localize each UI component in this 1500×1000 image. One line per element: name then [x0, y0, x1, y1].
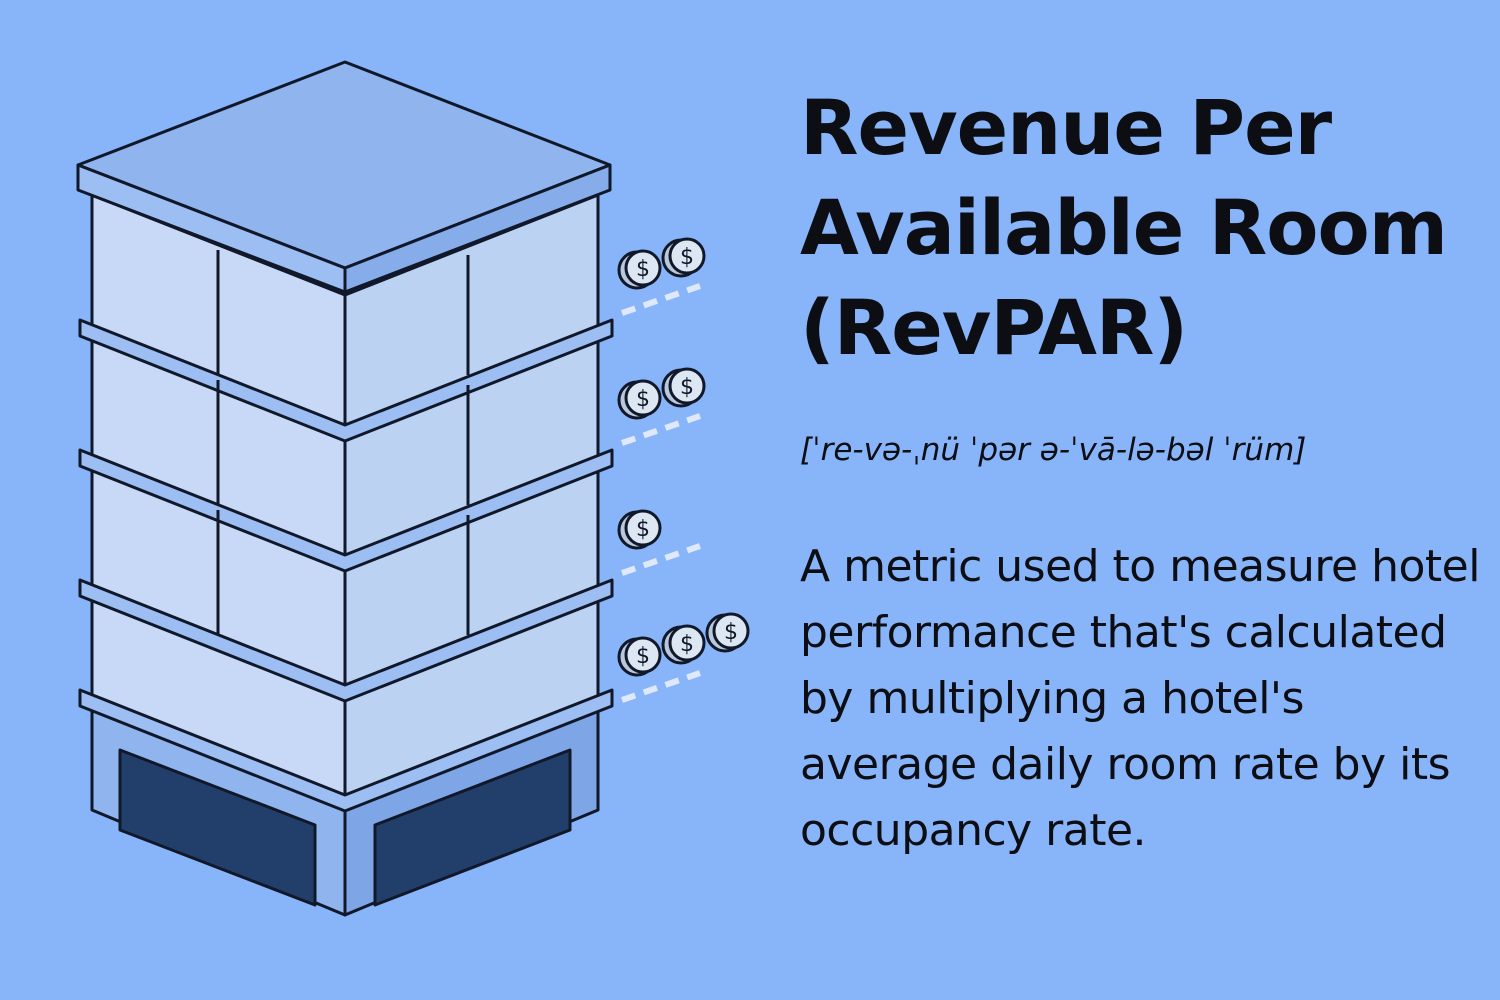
coin-symbol: $	[680, 245, 694, 270]
garage-door-left	[118, 748, 317, 907]
dollar-coin-icon: $	[617, 379, 662, 420]
coin-symbol: $	[636, 387, 650, 412]
roof-edge-right	[343, 163, 612, 294]
garage-door-right	[373, 748, 572, 907]
dollar-coin-icon: $	[705, 612, 750, 653]
definition-text: A metric used to measure hotel performan…	[800, 541, 1480, 856]
coin-symbol: $	[680, 375, 694, 400]
page-title: Revenue Per Available Room (RevPAR)	[800, 83, 1448, 372]
pronunciation: [ˈre-və-ˌnü ˈpər ə-ˈvā-lə-bəl ˈrüm]	[800, 432, 1307, 468]
coin-trail	[621, 543, 701, 576]
coin-trail	[621, 283, 701, 316]
dollar-coin-icon: $	[661, 237, 706, 278]
coin-trail	[621, 670, 701, 703]
floor-slab	[78, 578, 614, 703]
hotel-building	[76, 60, 614, 917]
floor-slab	[78, 448, 614, 573]
floor-slab	[78, 318, 614, 443]
coin-trail	[621, 413, 701, 446]
dollar-coin-icon: $	[661, 624, 706, 665]
floor-slabs	[78, 250, 614, 813]
dollar-coin-icon: $	[617, 636, 662, 677]
coin-symbol: $	[636, 644, 650, 669]
floor-slab	[78, 688, 614, 813]
revenue-coins: $ $ $ $ $ $ $ $	[617, 237, 750, 703]
coin-symbol: $	[724, 620, 738, 645]
coin-symbol: $	[680, 632, 694, 657]
dollar-coin-icon: $	[617, 509, 662, 550]
coin-symbol: $	[636, 257, 650, 282]
hotel-building-illustration: $ $ $ $ $ $ $ $	[76, 60, 750, 917]
dollar-coin-icon: $	[617, 249, 662, 290]
coin-symbol: $	[636, 517, 650, 542]
dollar-coin-icon: $	[661, 367, 706, 408]
